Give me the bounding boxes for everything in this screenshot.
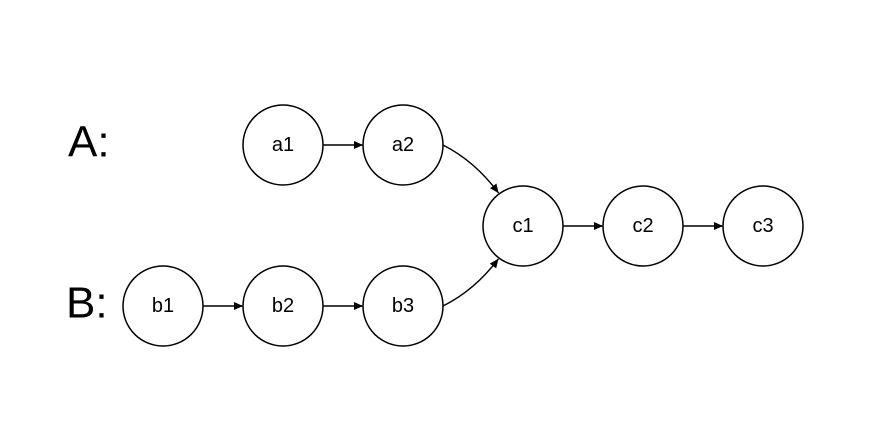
- node-c2: c2: [602, 185, 684, 267]
- edge-b3-c1-arrow: [442, 258, 499, 307]
- node-b2: b2: [242, 265, 324, 347]
- node-label-b3: b3: [392, 295, 414, 317]
- node-label-b2: b2: [272, 295, 294, 317]
- edge-a2-c1-arrow: [442, 144, 500, 194]
- node-b3: b3: [362, 265, 444, 347]
- node-circle-c3: [722, 185, 804, 267]
- node-circle-a1: [242, 104, 324, 186]
- node-label-a1: a1: [272, 134, 294, 156]
- node-label-b1: b1: [152, 295, 174, 317]
- node-label-a2: a2: [392, 134, 414, 156]
- node-circle-c1: [482, 185, 564, 267]
- node-circle-a2: [362, 104, 444, 186]
- node-c3: c3: [722, 185, 804, 267]
- node-b1: b1: [122, 265, 204, 347]
- node-a1: a1: [242, 104, 324, 186]
- node-circle-b2: [242, 265, 324, 347]
- node-circle-b3: [362, 265, 444, 347]
- node-circle-b1: [122, 265, 204, 347]
- node-label-c3: c3: [752, 215, 773, 237]
- node-c1: c1: [482, 185, 564, 267]
- node-circle-c2: [602, 185, 684, 267]
- list-label-b: B:: [66, 279, 108, 328]
- node-label-c1: c1: [512, 215, 533, 237]
- node-a2: a2: [362, 104, 444, 186]
- node-label-c2: c2: [632, 215, 653, 237]
- list-label-a: A:: [68, 118, 110, 167]
